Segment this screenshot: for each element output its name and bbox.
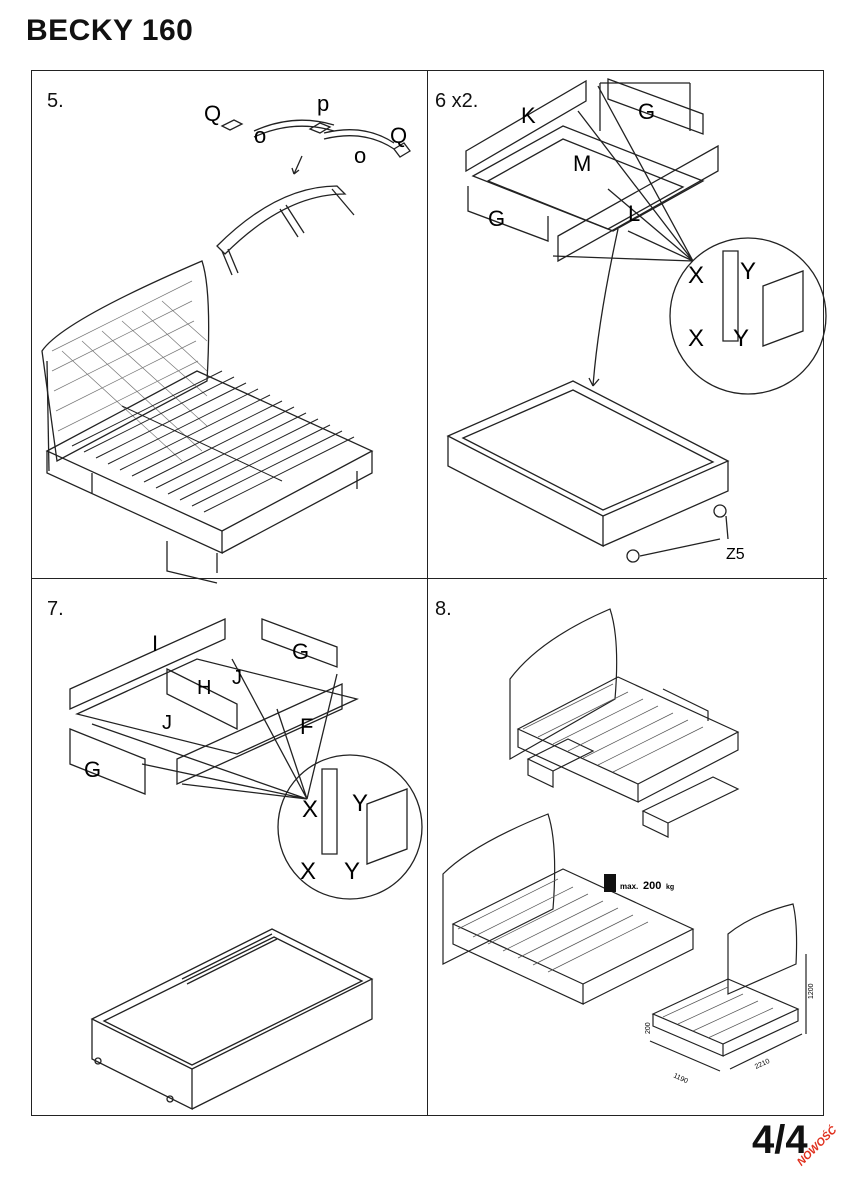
part-y-bottom: Y — [733, 325, 749, 352]
part-p: p — [317, 91, 329, 116]
grid-divider-horizontal — [31, 578, 827, 579]
dim-height: 1200 — [808, 983, 815, 999]
part-y-top: Y — [740, 258, 756, 285]
weight-icon — [604, 874, 616, 892]
part-g-left: G — [488, 206, 505, 231]
part-m: M — [573, 151, 591, 176]
max-prefix: max. — [620, 882, 638, 891]
part-x-bottom: X — [688, 325, 704, 352]
step-7-label: 7. — [47, 598, 64, 620]
part-x-top: X — [688, 262, 704, 289]
part-z5: Z5 — [726, 546, 745, 563]
part-y-bottom: Y — [344, 858, 360, 885]
part-k: K — [521, 103, 536, 128]
step-8-label: 8. — [435, 598, 452, 620]
part-q-right: Q — [390, 123, 407, 148]
dim-depth: 2210 — [754, 1058, 771, 1071]
part-g-top: G — [292, 639, 309, 664]
part-i: I — [152, 631, 158, 656]
max-value: 200 — [643, 880, 661, 892]
step-8-illustration: max. 200 kg 1200 2210 1190 200 — [442, 608, 815, 1085]
part-x-bottom: X — [300, 858, 316, 885]
part-l: L — [628, 201, 640, 226]
part-j-bottom: J — [162, 712, 172, 734]
step-5-label: 5. — [47, 90, 64, 112]
document-title: BECKY 160 — [26, 14, 194, 47]
dim-base: 200 — [645, 1022, 652, 1034]
max-unit: kg — [666, 884, 674, 891]
part-x-top: X — [302, 796, 318, 823]
part-g-top: G — [638, 99, 655, 124]
step-7-illustration: I G H J J F G X Y X Y — [69, 617, 423, 1111]
part-j-top: J — [232, 667, 242, 689]
step-6-label: 6 x2. — [435, 90, 479, 112]
part-o-left: o — [254, 123, 266, 148]
dim-width: 1190 — [672, 1072, 689, 1085]
part-y-top: Y — [352, 790, 368, 817]
page-number: 4/4 — [752, 1118, 808, 1162]
part-f: F — [300, 714, 313, 739]
step-6-illustration: K G M G L X Y X Y Z5 — [446, 78, 827, 563]
part-o-right: o — [354, 143, 366, 168]
part-g-left: G — [84, 757, 101, 782]
grid-divider-vertical — [427, 70, 428, 1116]
step-5-illustration: Q p o o Q — [41, 91, 411, 584]
part-q-left: Q — [204, 101, 221, 126]
part-h: H — [197, 677, 211, 699]
